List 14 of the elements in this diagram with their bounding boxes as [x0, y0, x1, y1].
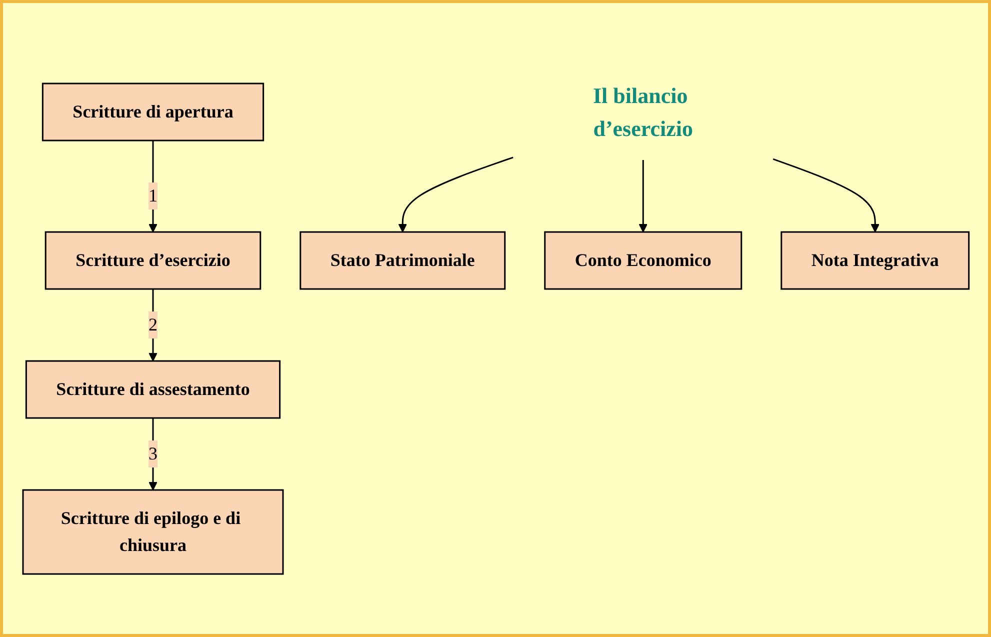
edge-label: 2 [148, 314, 158, 334]
node-box: Scritture di apertura [42, 82, 264, 141]
node-box: Nota Integrativa [780, 230, 970, 290]
arrow [772, 158, 880, 232]
edge-label: 1 [148, 185, 158, 205]
node-box: Scritture d’esercizio [44, 230, 261, 290]
arrow [398, 156, 513, 232]
node-box: Scritture di assestamento [25, 360, 280, 418]
arrow [638, 160, 648, 232]
node-text: Il bilancio d’esercizio [592, 82, 693, 140]
node-box: Conto Economico [544, 230, 742, 290]
edge-label: 3 [148, 443, 158, 463]
node-box: Stato Patrimoniale [299, 230, 506, 290]
node-box: Scritture di epilogo e di chiusura [22, 488, 284, 574]
